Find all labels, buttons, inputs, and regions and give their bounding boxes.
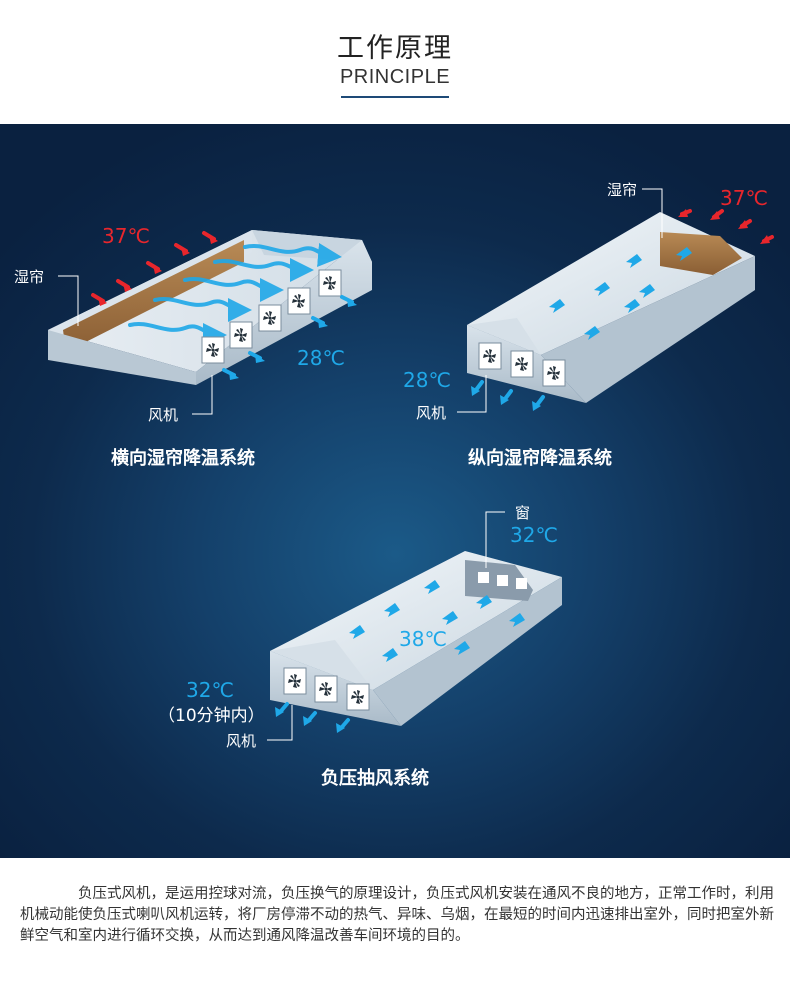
fan-icon — [283, 667, 307, 695]
fan-icon — [314, 675, 338, 703]
horizontal-pad-diagram: 湿帘 风机 37℃ 28℃ 横向湿帘降温系统 — [14, 224, 372, 469]
diagram-caption: 纵向湿帘降温系统 — [468, 447, 612, 469]
diagram-panel: 湿帘 风机 37℃ 28℃ 横向湿帘降温系统 — [0, 124, 790, 858]
diagram-caption: 横向湿帘降温系统 — [111, 447, 255, 469]
cooling-pad — [660, 232, 742, 275]
temp-inside: 38℃ — [399, 627, 447, 651]
title-underline — [341, 96, 449, 98]
window — [516, 578, 527, 589]
page-header: 工作原理 PRINCIPLE — [0, 0, 790, 124]
fan-icon — [201, 336, 225, 364]
fan-icon — [542, 359, 566, 387]
fan-label: 风机 — [226, 732, 256, 750]
fan-icon — [510, 350, 534, 378]
temp-outlet: 28℃ — [297, 346, 345, 370]
fan-note: （10分钟内） — [158, 706, 265, 726]
description-text: 负压式风机，是运用控球对流，负压换气的原理设计，负压式风机安装在通风不良的地方，… — [20, 886, 774, 944]
description-section: 负压式风机，是运用控球对流，负压换气的原理设计，负压式风机安装在通风不良的地方，… — [0, 858, 790, 993]
temp-fan: 32℃ — [186, 678, 234, 702]
negative-pressure-diagram: 窗 32℃ 38℃ 32℃ （10分钟内） 风机 负压抽风系统 — [158, 504, 562, 789]
fan-icon — [318, 269, 342, 297]
page-title: 工作原理 — [337, 33, 453, 64]
window — [478, 572, 489, 583]
diagram-canvas: 湿帘 风机 37℃ 28℃ 横向湿帘降温系统 — [14, 181, 774, 789]
temp-window: 32℃ — [510, 523, 558, 547]
temp-inlet: 37℃ — [102, 224, 150, 248]
fan-icon — [258, 304, 282, 332]
fan-icon — [229, 321, 253, 349]
page-subtitle: PRINCIPLE — [339, 66, 451, 88]
cooling-pad — [63, 240, 244, 352]
temp-outlet: 28℃ — [403, 368, 451, 392]
fan-icon — [478, 342, 502, 370]
vertical-pad-diagram: 湿帘 风机 37℃ 28℃ 纵向湿帘降温系统 — [403, 181, 774, 469]
fan-label: 风机 — [416, 404, 446, 422]
pad-label: 湿帘 — [14, 268, 44, 286]
fan-label: 风机 — [148, 406, 178, 424]
window — [497, 575, 508, 586]
temp-inlet: 37℃ — [720, 186, 768, 210]
fan-icon — [287, 287, 311, 315]
fan-icon — [346, 683, 370, 711]
diagram-caption: 负压抽风系统 — [321, 767, 429, 789]
pad-label: 湿帘 — [607, 181, 637, 199]
window-label: 窗 — [515, 504, 530, 522]
